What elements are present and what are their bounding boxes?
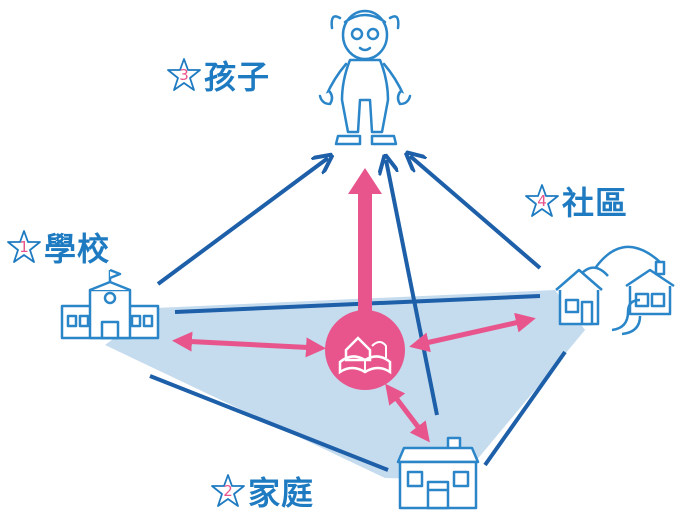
arrow-community-to-child xyxy=(410,156,542,270)
star-icon: 1 xyxy=(6,229,42,265)
arrow-family-to-child xyxy=(386,160,439,416)
node-number: 3 xyxy=(179,66,189,84)
edge-community-family xyxy=(483,350,567,467)
child-figure-icon xyxy=(318,9,412,146)
edge-school-community xyxy=(174,294,541,314)
node-title: 社區 xyxy=(562,184,629,222)
arrow-school-to-child xyxy=(156,158,328,286)
arrow-center-family xyxy=(385,383,430,443)
node-number: 2 xyxy=(223,482,233,500)
family-house-icon xyxy=(396,436,480,510)
community-houses-icon xyxy=(555,245,675,336)
arrow-center-school xyxy=(172,331,326,358)
node-label-school: 1 學校 xyxy=(6,224,110,270)
arrow-center-to-child xyxy=(348,168,382,320)
node-number: 4 xyxy=(537,192,547,210)
star-icon: 2 xyxy=(210,473,246,509)
edge-school-family xyxy=(149,374,389,472)
node-title: 孩子 xyxy=(204,58,271,96)
school-building-icon xyxy=(60,268,160,340)
node-label-community: 4 社區 xyxy=(524,178,628,224)
node-number: 1 xyxy=(19,238,29,256)
arrow-center-community xyxy=(409,312,536,353)
node-label-family: 2 家庭 xyxy=(210,468,314,514)
node-label-child: 3 孩子 xyxy=(166,52,270,98)
node-title: 家庭 xyxy=(248,474,315,512)
star-icon: 4 xyxy=(524,183,560,219)
star-icon: 3 xyxy=(166,57,202,93)
open-book-house-icon xyxy=(325,310,405,390)
node-title: 學校 xyxy=(44,230,111,268)
